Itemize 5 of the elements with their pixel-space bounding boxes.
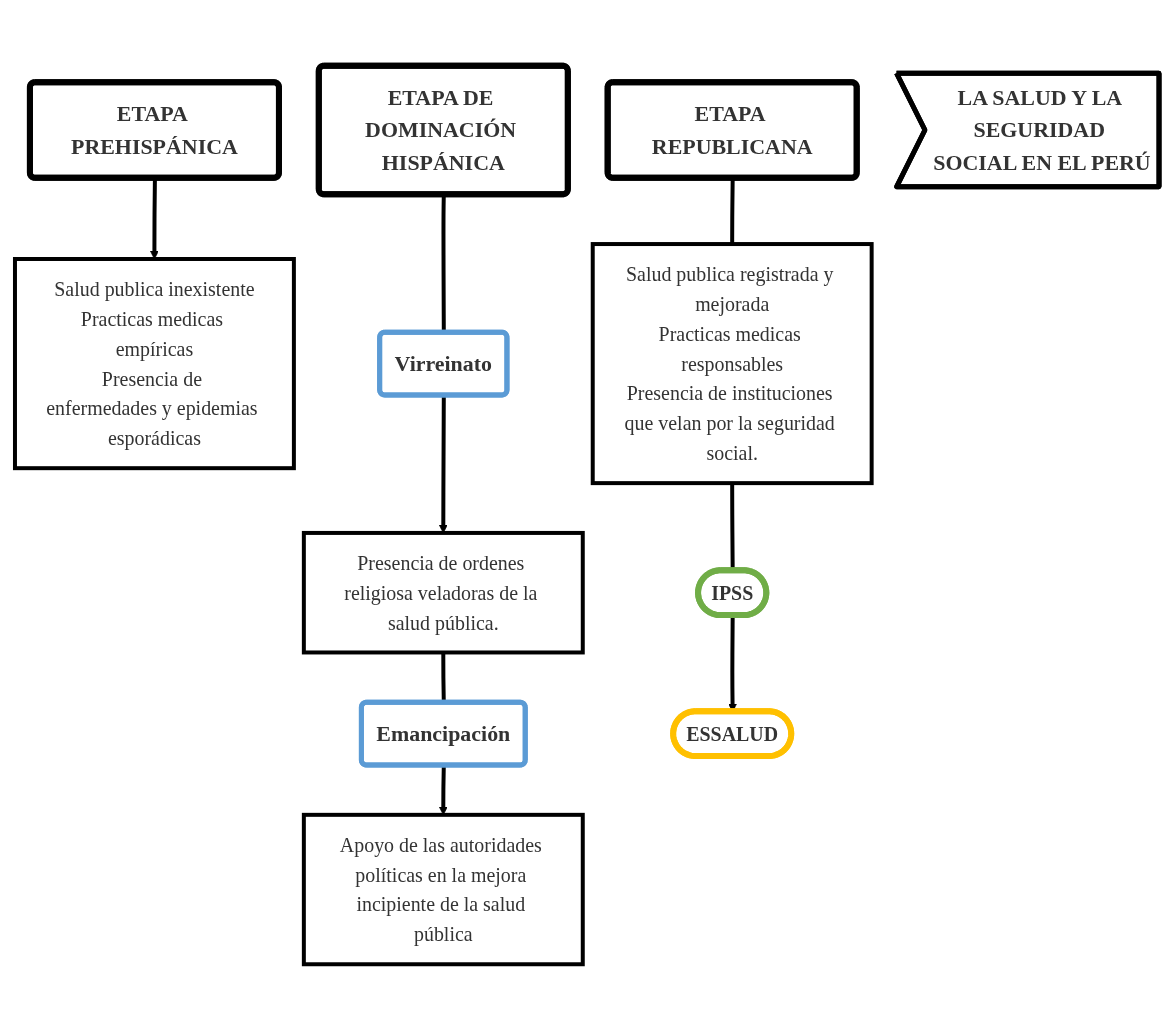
node-box: Salud publica registrada y mejorada Practicas medicas responsables Presencia de instituciones que velan por la seguridad social. [590, 242, 874, 486]
node-box: Presencia de ordenes religiosa veladoras de la salud pública. [301, 530, 585, 655]
node-box: Apoyo de las autoridades políticas en la mejora incipiente de la salud pública [301, 812, 585, 967]
node-box: Salud publica inexistente Practicas medicas empíricas Presencia de enfermedades y epidemias esporádicas [12, 257, 296, 471]
connector [729, 178, 735, 245]
